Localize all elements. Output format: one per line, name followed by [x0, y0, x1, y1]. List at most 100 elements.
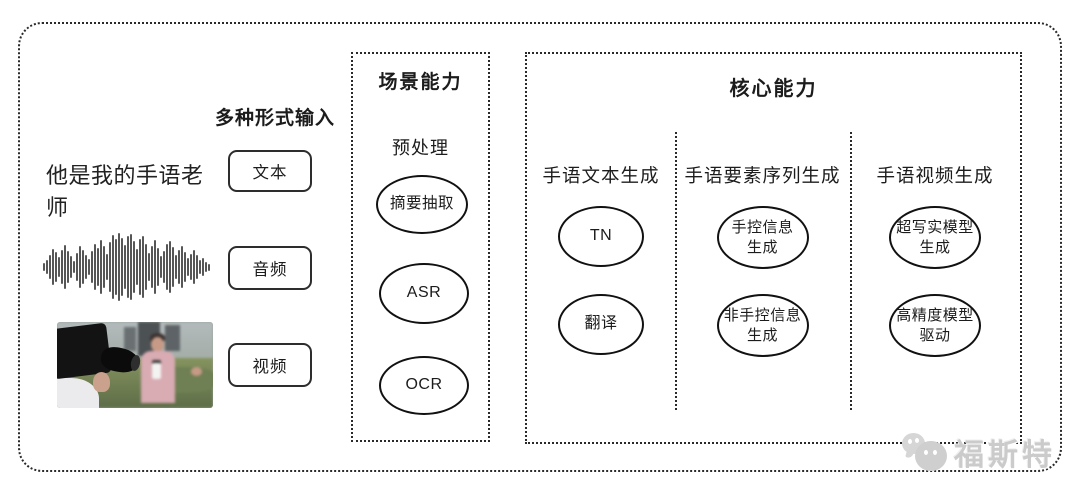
waveform-bar	[181, 246, 183, 288]
node-high-precision-model-driving: 高精度模型 驱动	[889, 294, 981, 357]
input-type-label: 文本	[252, 164, 288, 182]
node-label-line: 生成	[746, 326, 778, 344]
waveform-bar	[55, 252, 57, 282]
node-label-line: 驱动	[919, 326, 951, 344]
column-header: 手语视频生成	[876, 165, 994, 186]
node-label: OCR	[405, 376, 443, 394]
waveform-bar	[136, 249, 138, 285]
waveform-bar	[208, 263, 210, 271]
waveform-bar	[121, 238, 123, 296]
input-section-header: 多种形式输入	[214, 108, 335, 129]
waveform-bar	[151, 246, 153, 288]
column-sign-text-generation: 手语文本生成 TN 翻译	[527, 54, 675, 442]
node-label: 摘要抽取	[389, 195, 454, 213]
waveform-bar	[49, 255, 51, 279]
waveform-bar	[97, 248, 99, 286]
waveform-bar	[196, 255, 198, 279]
scene-capability-box: 场景能力 预处理 摘要抽取 ASR OCR	[351, 52, 490, 442]
node-asr: ASR	[379, 263, 469, 324]
node-hyperrealistic-model-generation: 超写实模型 生成	[889, 206, 981, 269]
waveform-bar	[73, 261, 75, 273]
photo-microphone	[152, 359, 162, 365]
bubble-eye	[908, 439, 912, 444]
column-divider	[675, 132, 677, 410]
waveform-bar	[100, 240, 102, 294]
waveform-bar	[82, 250, 84, 284]
waveform-bar	[70, 256, 72, 278]
waveform-bar	[133, 241, 135, 293]
waveform-bar	[172, 247, 174, 287]
waveform-bar	[175, 255, 177, 279]
waveform-bar	[190, 254, 192, 280]
waveform-bar	[67, 251, 69, 283]
waveform-bar	[199, 260, 201, 274]
waveform-bar	[205, 262, 207, 272]
waveform-bar	[43, 263, 45, 271]
waveform-bar	[157, 248, 159, 286]
column-header: 手语要素序列生成	[684, 165, 841, 186]
waveform-bar	[52, 249, 54, 285]
waveform-bar	[142, 236, 144, 298]
waveform-bar	[79, 246, 81, 288]
waveform-bar	[139, 239, 141, 295]
waveform-bar	[46, 260, 48, 274]
node-manual-info-generation: 手控信息 生成	[716, 206, 809, 269]
bubble-eye	[924, 450, 928, 455]
chat-bubble-faces-icon	[900, 429, 950, 475]
watermark: 福斯特	[900, 429, 1056, 475]
node-non-manual-info-generation: 非手控信息 生成	[716, 294, 809, 357]
photo-reporter-hand	[191, 366, 203, 376]
waveform-bar	[118, 233, 120, 301]
node-label: 翻译	[584, 315, 618, 333]
node-label: TN	[589, 227, 613, 245]
input-type-box-text: 文本	[228, 150, 312, 192]
node-tn: TN	[558, 206, 644, 267]
photo-microphone	[152, 363, 162, 380]
example-sentence-text: 他是我的手语老师	[46, 163, 204, 220]
scene-box-subtitle: 预处理	[392, 138, 449, 158]
waveform-bar	[94, 244, 96, 290]
diagram-outer-frame	[18, 22, 1062, 472]
input-type-label: 音频	[252, 261, 288, 279]
node-label-line: 高精度模型	[896, 307, 974, 324]
waveform-bar	[154, 240, 156, 294]
waveform-bar	[148, 253, 150, 281]
scene-box-title: 场景能力	[378, 72, 463, 93]
column-sign-video-generation: 手语视频生成 超写实模型 生成 高精度模型 驱动	[850, 54, 1020, 442]
waveform-bar	[112, 235, 114, 299]
audio-waveform	[43, 232, 213, 302]
waveform-bar	[130, 234, 132, 300]
waveform-bar	[91, 251, 93, 283]
waveform-bar	[124, 245, 126, 289]
node-label: ASR	[406, 284, 442, 302]
waveform-bar	[85, 255, 87, 279]
waveform-bar	[115, 239, 117, 295]
waveform-bar	[187, 258, 189, 276]
input-type-label: 视频	[252, 358, 288, 376]
waveform-bar	[202, 258, 204, 276]
node-label-line: 生成	[919, 238, 951, 256]
waveform-bar	[193, 250, 195, 284]
column-sign-element-sequence-generation: 手语要素序列生成 手控信息 生成 非手控信息 生成	[675, 54, 850, 442]
waveform-bar	[160, 256, 162, 278]
column-divider	[850, 132, 852, 410]
photo-cameraman-hand	[93, 372, 110, 392]
node-summary-extraction: 摘要抽取	[376, 175, 468, 234]
node-label-line: 手控信息	[731, 219, 794, 236]
waveform-bar	[178, 250, 180, 284]
core-box-title: 核心能力	[729, 78, 818, 100]
waveform-bar	[109, 242, 111, 292]
bubble-eye	[933, 450, 937, 455]
column-header: 手语文本生成	[542, 165, 660, 186]
bubble-eye	[915, 438, 919, 443]
waveform-bar	[76, 253, 78, 281]
waveform-bar	[61, 250, 63, 284]
waveform-bar	[166, 244, 168, 290]
waveform-bar	[145, 244, 147, 290]
waveform-bar	[64, 245, 66, 289]
waveform-bar	[127, 236, 129, 298]
waveform-bar	[103, 246, 105, 288]
waveform-bar	[58, 257, 60, 277]
waveform-bar	[163, 251, 165, 283]
photo-building	[124, 327, 137, 351]
